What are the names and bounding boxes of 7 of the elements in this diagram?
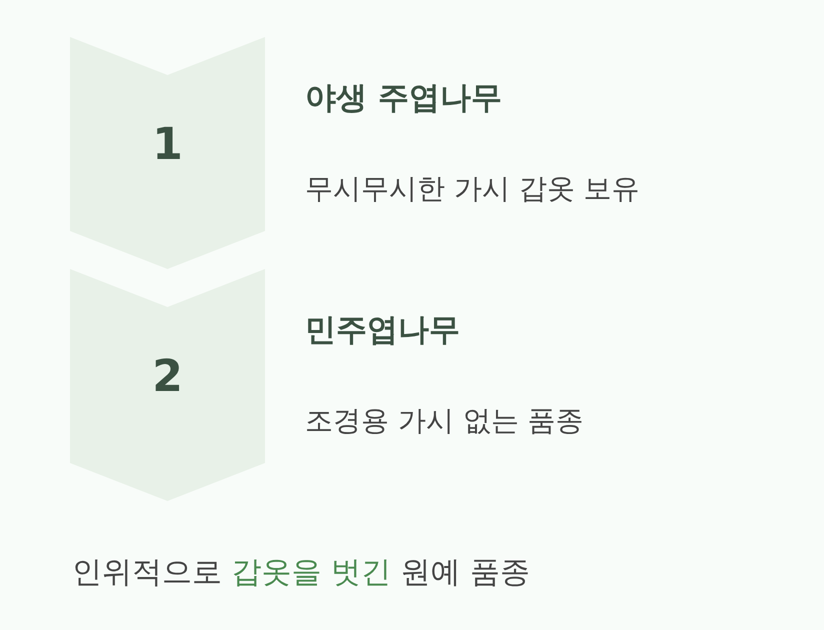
- caption: 인위적으로 갑옷을 벗긴 원예 품종: [72, 554, 530, 592]
- step-description: 조경용 가시 없는 품종: [305, 403, 584, 439]
- step-description: 무시무시한 가시 갑옷 보유: [305, 171, 640, 207]
- step-heading: 야생 주엽나무: [305, 79, 502, 118]
- step-number: 1: [151, 119, 184, 170]
- step-heading: 민주엽나무: [305, 311, 460, 350]
- step-number: 2: [151, 351, 184, 402]
